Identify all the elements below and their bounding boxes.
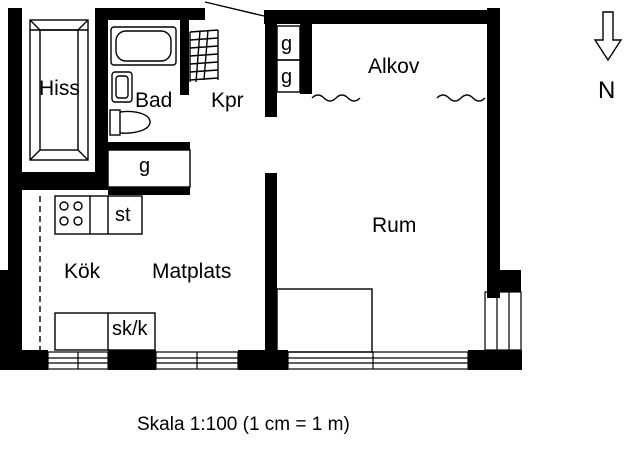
windows — [47, 291, 522, 370]
kitchen-fixtures — [39, 195, 373, 353]
fridge-label: sk/k — [112, 318, 149, 340]
scale-caption: Skala 1:100 (1 cm = 1 m) — [137, 414, 350, 435]
shelf-hatching — [189, 29, 219, 83]
walls — [0, 8, 522, 370]
wall-top-right — [264, 10, 500, 24]
wall-right-corner — [500, 270, 521, 292]
arrow-down-icon — [593, 11, 623, 62]
table — [276, 288, 373, 353]
wall-hall-2 — [108, 187, 190, 195]
room-label-alkov: Alkov — [368, 55, 420, 78]
room-label-rum: Rum — [372, 214, 416, 237]
closet-label: g — [139, 155, 150, 177]
closets — [107, 25, 301, 188]
room-label-kpr: Kpr — [211, 89, 244, 112]
room-label-bad: Bad — [135, 89, 172, 112]
room-label-kok: Kök — [64, 260, 101, 283]
elevator — [29, 19, 89, 161]
wall-elevator-right — [95, 8, 108, 188]
closet-label: g — [281, 66, 292, 88]
wall-partition-top — [265, 24, 277, 117]
wall-bottom-right — [468, 350, 522, 370]
wall-bath-right — [180, 20, 189, 95]
north-arrow: N — [593, 11, 623, 104]
closet-label: g — [281, 33, 292, 55]
door-swing — [204, 1, 265, 17]
wall-right — [487, 8, 500, 298]
bathroom-fixtures — [109, 1, 265, 136]
bathtub — [110, 26, 177, 66]
window-3 — [287, 351, 469, 370]
wall-elevator-bottom — [8, 172, 108, 190]
counter-top — [54, 195, 143, 235]
wall-bottom-2 — [108, 350, 156, 370]
wall-left-lower — [0, 270, 12, 370]
wall-closet-divider — [300, 24, 312, 94]
alkov-curtain — [311, 94, 486, 102]
room-label-hiss: Hiss — [39, 77, 80, 100]
wall-bottom-3 — [238, 350, 288, 370]
wall-partition-lower — [265, 173, 277, 353]
counter-bottom — [54, 312, 156, 351]
room-label-matplats: Matplats — [152, 260, 231, 283]
wall-bottom-left — [8, 350, 48, 370]
north-label: N — [598, 77, 615, 104]
labels: Hiss Bad Kpr Alkov Rum Kök Matplats g g … — [39, 33, 420, 340]
stove-label: st — [115, 204, 131, 226]
wall-hall-1 — [108, 142, 190, 150]
sink — [111, 71, 133, 103]
toilet — [109, 109, 121, 136]
window-right — [484, 291, 522, 351]
wall-top-bath — [95, 8, 205, 20]
